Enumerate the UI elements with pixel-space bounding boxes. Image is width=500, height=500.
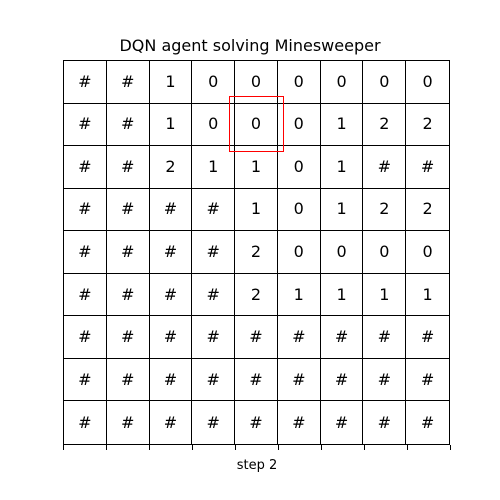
- x-tick: [407, 445, 408, 450]
- cell-revealed[interactable]: 0: [363, 231, 407, 274]
- cell-revealed[interactable]: 0: [277, 188, 321, 232]
- cell-hidden[interactable]: #: [149, 231, 193, 274]
- cell-revealed[interactable]: 2: [235, 231, 278, 274]
- cell-hidden[interactable]: #: [192, 231, 236, 274]
- x-tick: [149, 445, 150, 450]
- cell-hidden[interactable]: #: [406, 316, 449, 359]
- cell-hidden[interactable]: #: [107, 401, 150, 444]
- cell-hidden[interactable]: #: [235, 316, 278, 359]
- x-tick: [450, 445, 451, 450]
- cell-hidden[interactable]: #: [64, 188, 107, 232]
- cell-hidden[interactable]: #: [64, 231, 107, 274]
- cell-hidden[interactable]: #: [149, 188, 193, 232]
- cell-hidden[interactable]: #: [320, 358, 364, 402]
- cell-hidden[interactable]: #: [64, 401, 107, 444]
- step-label: step 2: [236, 458, 278, 473]
- cell-hidden[interactable]: #: [192, 358, 236, 402]
- cell-hidden[interactable]: #: [192, 273, 236, 317]
- cell-hidden[interactable]: #: [192, 316, 236, 359]
- cell-hidden[interactable]: #: [278, 401, 321, 444]
- cell-revealed[interactable]: 0: [363, 61, 407, 104]
- cell-revealed[interactable]: 0: [406, 61, 449, 104]
- cell-hidden[interactable]: #: [106, 231, 150, 274]
- cell-revealed[interactable]: 0: [320, 61, 364, 104]
- cell-hidden[interactable]: #: [149, 358, 193, 402]
- x-tick: [192, 445, 193, 450]
- cell-revealed[interactable]: 1: [149, 103, 193, 147]
- cell-hidden[interactable]: #: [64, 146, 107, 189]
- cell-hidden[interactable]: #: [64, 358, 107, 402]
- cell-hidden[interactable]: #: [149, 316, 193, 359]
- cell-hidden[interactable]: #: [106, 188, 150, 232]
- cell-revealed[interactable]: 0: [406, 231, 449, 274]
- cell-revealed[interactable]: 2: [363, 188, 407, 232]
- cell-hidden[interactable]: #: [321, 401, 364, 444]
- cell-revealed[interactable]: 1: [149, 61, 193, 104]
- cell-hidden[interactable]: #: [363, 146, 407, 189]
- cell-hidden[interactable]: #: [235, 401, 278, 444]
- x-tick: [321, 445, 322, 450]
- cell-revealed[interactable]: 0: [320, 231, 364, 274]
- x-tick: [364, 445, 365, 450]
- cell-revealed[interactable]: 1: [320, 146, 364, 189]
- cell-hidden[interactable]: #: [64, 103, 107, 147]
- cell-revealed[interactable]: 2: [149, 146, 193, 189]
- x-tick: [278, 445, 279, 450]
- cell-hidden[interactable]: #: [235, 358, 278, 402]
- cell-revealed[interactable]: 1: [320, 188, 364, 232]
- cell-revealed[interactable]: 0: [235, 61, 278, 104]
- cell-hidden[interactable]: #: [64, 61, 107, 104]
- cell-hidden[interactable]: #: [149, 273, 193, 317]
- cell-hidden[interactable]: #: [106, 146, 150, 189]
- cell-revealed[interactable]: 2: [363, 103, 407, 147]
- cell-revealed[interactable]: 1: [235, 146, 278, 189]
- cell-hidden[interactable]: #: [363, 358, 407, 402]
- cell-hidden[interactable]: #: [106, 61, 150, 104]
- cell-revealed[interactable]: 0: [192, 103, 236, 147]
- figure-title: DQN agent solving Minesweeper: [119, 36, 381, 55]
- cell-revealed[interactable]: 1: [406, 274, 449, 317]
- cell-revealed[interactable]: 1: [320, 273, 364, 317]
- cell-hidden[interactable]: #: [363, 401, 407, 444]
- cell-revealed[interactable]: 1: [235, 188, 278, 232]
- cell-hidden[interactable]: #: [277, 316, 321, 359]
- cell-hidden[interactable]: #: [64, 316, 107, 359]
- cell-revealed[interactable]: 0: [277, 146, 321, 189]
- cell-revealed[interactable]: 0: [192, 61, 236, 104]
- cell-hidden[interactable]: #: [64, 273, 107, 317]
- cell-revealed[interactable]: 0: [277, 103, 321, 147]
- cell-hidden[interactable]: #: [406, 146, 449, 189]
- cell-revealed[interactable]: 2: [406, 189, 449, 232]
- cell-revealed[interactable]: 0: [277, 231, 321, 274]
- cell-revealed[interactable]: 1: [320, 103, 364, 147]
- cell-hidden[interactable]: #: [106, 358, 150, 402]
- cell-hidden[interactable]: #: [363, 316, 407, 359]
- cell-revealed[interactable]: 0: [235, 103, 278, 147]
- x-tick: [106, 445, 107, 450]
- cell-hidden[interactable]: #: [106, 273, 150, 317]
- cell-hidden[interactable]: #: [420, 412, 435, 432]
- cell-hidden[interactable]: #: [277, 358, 321, 402]
- cell-hidden[interactable]: #: [406, 359, 449, 402]
- cell-hidden[interactable]: #: [150, 401, 193, 444]
- cell-revealed[interactable]: 1: [192, 146, 236, 189]
- x-tick: [235, 445, 236, 450]
- cell-revealed[interactable]: 1: [277, 273, 321, 317]
- cell-hidden[interactable]: #: [192, 188, 236, 232]
- cell-revealed[interactable]: 0: [277, 61, 321, 104]
- cell-hidden[interactable]: #: [320, 316, 364, 359]
- cell-hidden[interactable]: #: [106, 316, 150, 359]
- cell-hidden[interactable]: #: [106, 103, 150, 147]
- cell-hidden[interactable]: #: [192, 401, 236, 444]
- cell-revealed[interactable]: 2: [235, 273, 278, 317]
- cell-revealed[interactable]: 2: [406, 104, 449, 147]
- cell-revealed[interactable]: 1: [363, 273, 407, 317]
- x-tick: [63, 445, 64, 450]
